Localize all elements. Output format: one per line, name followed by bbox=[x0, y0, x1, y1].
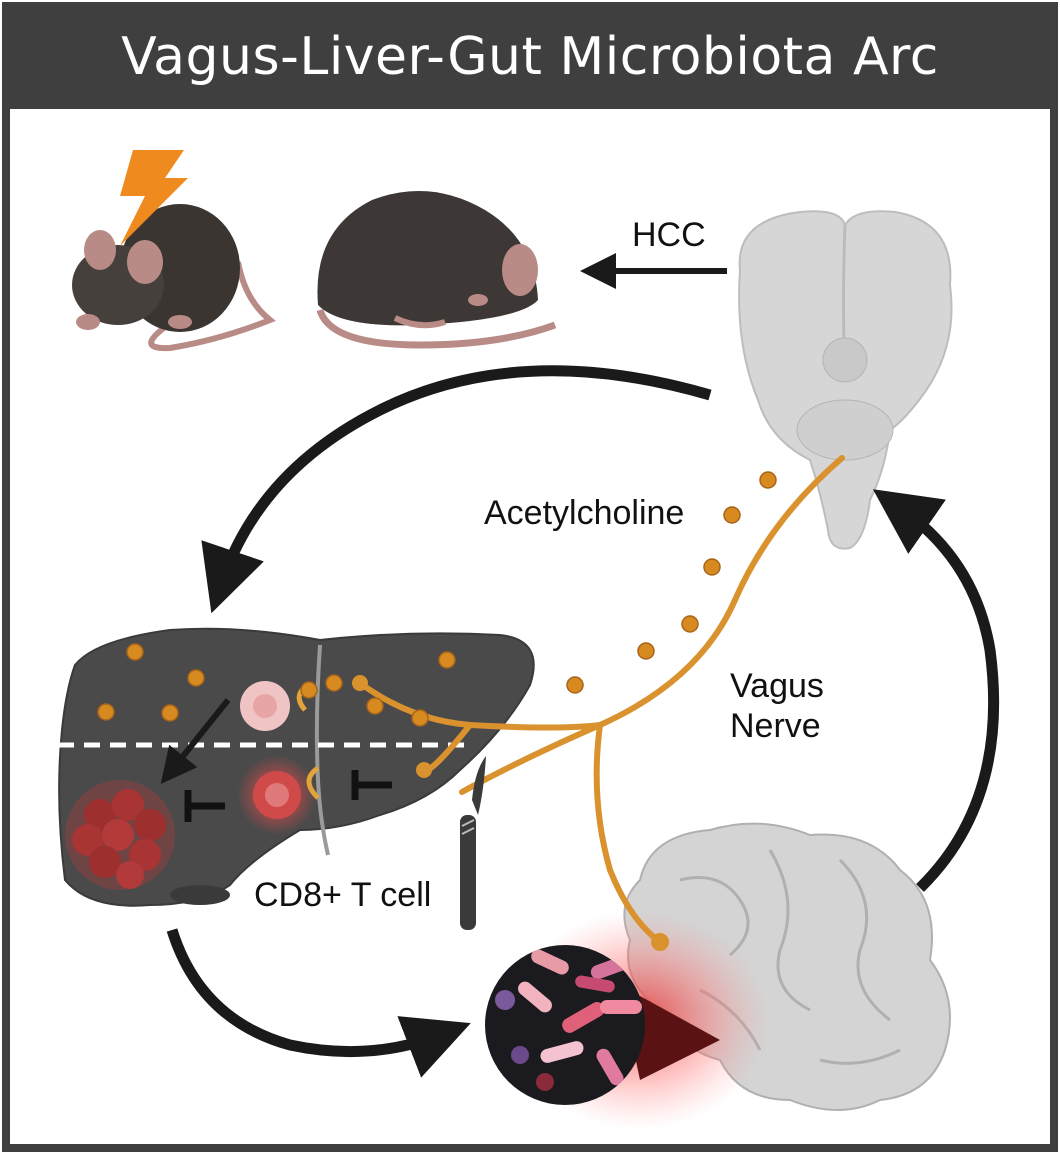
cd8-t-cell-label: CD8+ T cell bbox=[254, 876, 432, 914]
receptor-icon-2 bbox=[306, 765, 320, 800]
brain-to-liver-arrow bbox=[201, 365, 712, 614]
acetylcholine-dots bbox=[97, 471, 777, 727]
inhibition-icon-2 bbox=[351, 770, 392, 800]
vagus-label-line1: Vagus bbox=[730, 667, 824, 705]
microbiota-magnifier-icon bbox=[485, 945, 645, 1105]
gut-to-brain-arrow bbox=[872, 489, 1000, 892]
hcc-label: HCC bbox=[632, 216, 706, 254]
stressed-mouse-icon bbox=[72, 204, 276, 352]
page-title: Vagus-Liver-Gut Microbiota Arc bbox=[5, 5, 1055, 109]
vagus-nerve-label: Vagus Nerve bbox=[730, 666, 824, 746]
acetylcholine-label: Acetylcholine bbox=[484, 494, 685, 532]
vagus-label-line2: Nerve bbox=[730, 707, 821, 745]
brain-icon bbox=[738, 210, 953, 550]
scalpel-icon bbox=[460, 756, 486, 930]
inhibition-icon bbox=[184, 790, 225, 822]
liver-to-gut-arrow bbox=[166, 928, 471, 1078]
nerve-terminal-gut bbox=[651, 933, 669, 951]
vagus-nerve bbox=[357, 455, 845, 945]
sleeping-mouse-icon bbox=[316, 191, 557, 349]
progression-arrow bbox=[160, 698, 231, 785]
tumor-icon bbox=[65, 780, 175, 890]
magnifier-pointer bbox=[620, 985, 720, 1080]
nerve-terminal-2 bbox=[416, 762, 432, 778]
nerve-terminal bbox=[352, 675, 368, 691]
lightning-icon bbox=[120, 150, 188, 246]
